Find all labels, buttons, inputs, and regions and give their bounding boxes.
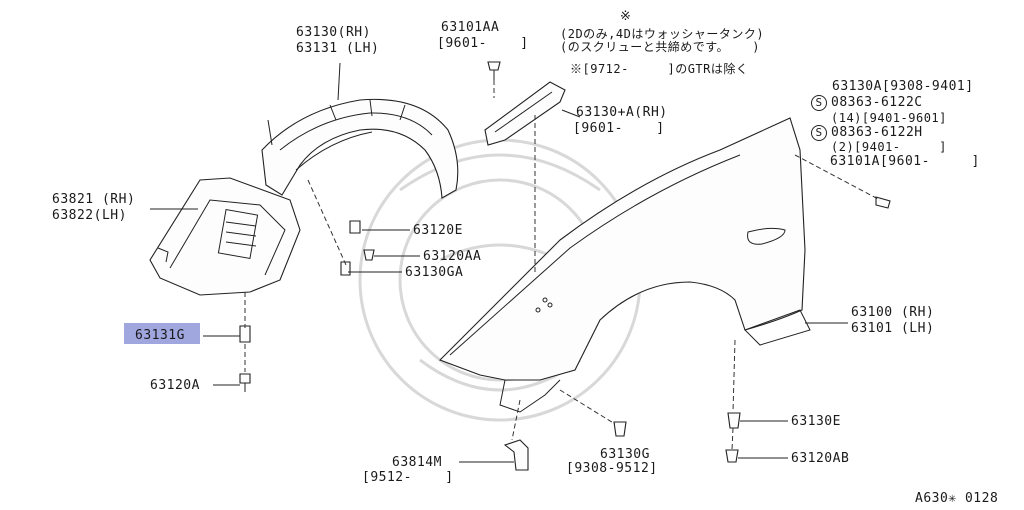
label-63101a[interactable]: 63101A[9601- ] — [830, 154, 980, 169]
note-line-1: (2Dのみ,4Dはウォッシャータンク) — [560, 27, 765, 41]
label-63120e[interactable]: 63120E — [413, 223, 463, 238]
label-screw-6122c-qty: (14)[9401-9601] — [831, 111, 947, 125]
label-63131[interactable]: 63131 (LH) — [296, 41, 380, 56]
label-63130ga[interactable]: 63130GA — [405, 265, 464, 280]
label-63120aa[interactable]: 63120AA — [423, 249, 482, 264]
fender-bracket[interactable] — [484, 81, 566, 146]
label-63101[interactable]: 63101 (LH) — [851, 321, 935, 336]
label-63130plusa-date: [9601- ] — [573, 121, 665, 136]
fasteners — [239, 61, 891, 463]
front-fender[interactable] — [439, 117, 811, 413]
label-screw-6122h[interactable]: 08363-6122H — [831, 125, 923, 140]
label-63101aa-date: [9601- ] — [437, 36, 529, 51]
label-63814m-date: [9512- ] — [362, 470, 454, 485]
label-63130e[interactable]: 63130E — [791, 414, 841, 429]
label-63130plusa[interactable]: 63130+A(RH) — [576, 105, 668, 120]
label-63120ab[interactable]: 63120AB — [791, 451, 850, 466]
leader-lines — [150, 62, 848, 463]
label-screw-6122h-qty: (2)[9401- ] — [831, 140, 947, 154]
label-63814m[interactable]: 63814M — [392, 455, 442, 470]
label-63100[interactable]: 63100 (RH) — [851, 305, 935, 320]
label-63130[interactable]: 63130(RH) — [296, 25, 371, 40]
note-gtr: ※[9712- ]のGTRは除く — [570, 62, 749, 76]
label-63130g[interactable]: 63130G — [600, 447, 650, 462]
label-63130a[interactable]: 63130A[9308-9401] — [832, 79, 974, 94]
label-63101aa[interactable]: 63101AA — [441, 20, 500, 35]
label-63130g-date: [9308-9512] — [566, 461, 658, 476]
inner-fender-liner[interactable] — [261, 98, 459, 199]
label-63822[interactable]: 63822(LH) — [52, 208, 127, 223]
highlighted-part-63131g[interactable] — [124, 323, 200, 344]
label-63131g[interactable]: 63131G — [135, 328, 185, 343]
diagram-id: A630✳ 0128 — [915, 491, 999, 506]
assembly-lines — [244, 80, 881, 451]
splash-guard[interactable] — [149, 177, 301, 296]
label-63821[interactable]: 63821 (RH) — [52, 192, 136, 207]
label-screw-6122c[interactable]: 08363-6122C — [831, 95, 923, 110]
note-line-2: (のスクリューと共締めです。 ) — [560, 40, 760, 54]
label-63120a[interactable]: 63120A — [150, 378, 200, 393]
screw-symbol-2: S — [811, 125, 827, 141]
screw-symbol-1: S — [811, 95, 827, 111]
fender-seal-part[interactable] — [503, 439, 529, 471]
note-mark: ※ — [620, 9, 632, 24]
